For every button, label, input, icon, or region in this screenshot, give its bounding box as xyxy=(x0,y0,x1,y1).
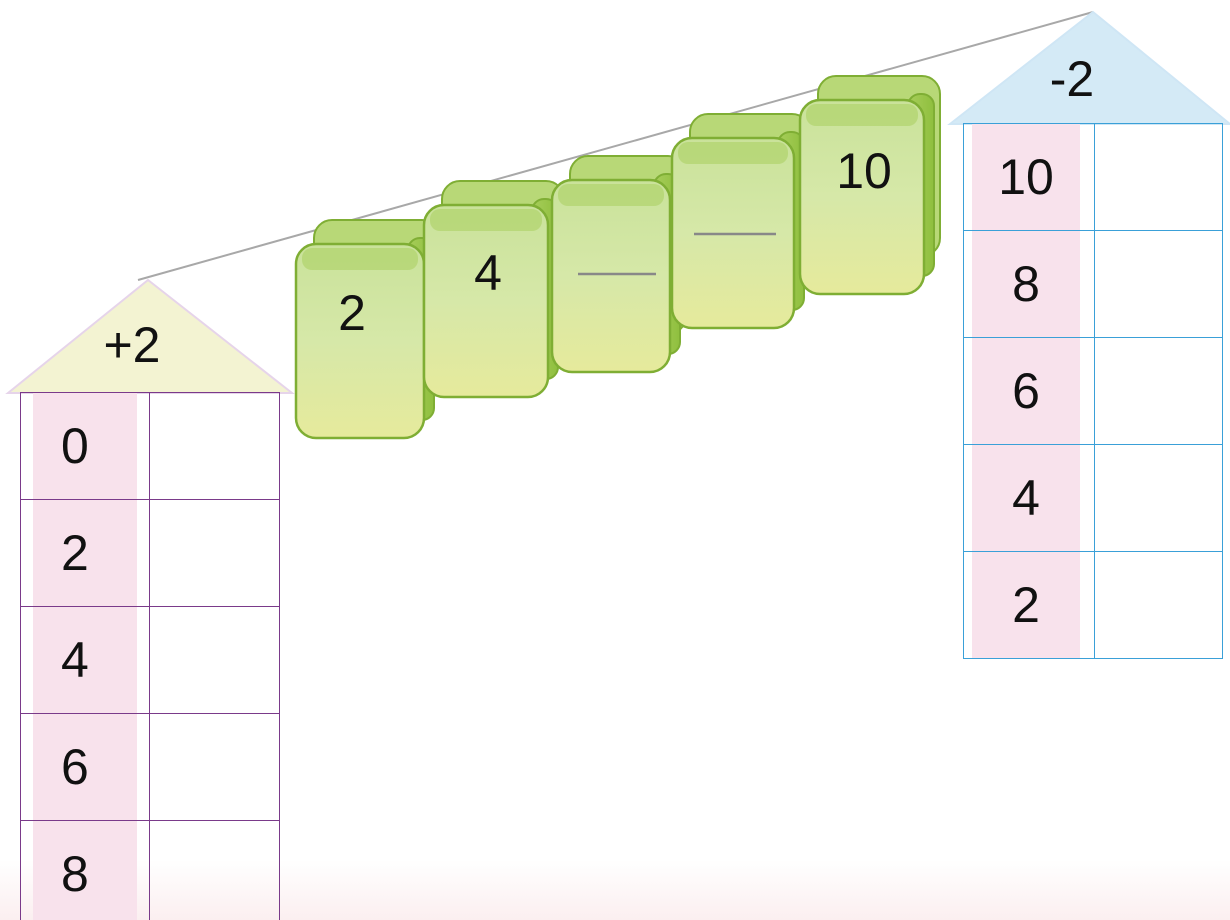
train-car: 4 xyxy=(422,180,565,399)
table-row: 6 xyxy=(20,713,280,821)
value-text: 2 xyxy=(33,500,137,606)
table-row: 2 xyxy=(963,551,1223,659)
value-text: 4 xyxy=(33,607,137,713)
value-cell: 6 xyxy=(20,713,150,821)
value-text: 2 xyxy=(972,552,1080,658)
value-cell: 4 xyxy=(20,606,150,714)
value-text: 4 xyxy=(972,445,1080,551)
value-cell: 10 xyxy=(963,123,1095,231)
value-cell: 6 xyxy=(963,337,1095,445)
value-text: 8 xyxy=(972,231,1080,337)
value-text: 6 xyxy=(972,338,1080,444)
train-car-label: 2 xyxy=(338,285,366,341)
table-row: 2 xyxy=(20,499,280,607)
train-car xyxy=(670,113,811,330)
value-cell: 8 xyxy=(963,230,1095,338)
left-house-label: +2 xyxy=(103,317,160,373)
train-car-label: 4 xyxy=(474,245,502,301)
table-row: 6 xyxy=(963,337,1223,445)
right-house-label: -2 xyxy=(1050,51,1094,107)
value-text: 10 xyxy=(972,124,1080,230)
table-row: 10 xyxy=(963,123,1223,231)
value-cell: 8 xyxy=(20,820,150,920)
table-row: 8 xyxy=(20,820,280,920)
value-text: 8 xyxy=(33,821,137,920)
slope-line xyxy=(137,11,1094,281)
answer-cell[interactable] xyxy=(1094,123,1223,231)
train-car: 10 xyxy=(798,75,941,296)
answer-cell[interactable] xyxy=(1094,444,1223,552)
answer-cell[interactable] xyxy=(149,392,280,500)
train-car-label: 10 xyxy=(836,143,892,199)
answer-cell[interactable] xyxy=(149,713,280,821)
train-cars: 2 4 10 xyxy=(294,75,941,440)
train-car xyxy=(550,155,687,374)
answer-cell[interactable] xyxy=(149,820,280,920)
table-row: 0 xyxy=(20,392,280,500)
value-cell: 0 xyxy=(20,392,150,500)
answer-cell[interactable] xyxy=(1094,230,1223,338)
answer-cell[interactable] xyxy=(1094,551,1223,659)
table-row: 4 xyxy=(20,606,280,714)
table-row: 4 xyxy=(963,444,1223,552)
value-cell: 4 xyxy=(963,444,1095,552)
table-row: 8 xyxy=(963,230,1223,338)
answer-cell[interactable] xyxy=(149,606,280,714)
value-cell: 2 xyxy=(963,551,1095,659)
answer-cell[interactable] xyxy=(1094,337,1223,445)
value-text: 0 xyxy=(33,393,137,499)
value-cell: 2 xyxy=(20,499,150,607)
answer-cell[interactable] xyxy=(149,499,280,607)
value-text: 6 xyxy=(33,714,137,820)
train-car: 2 xyxy=(294,219,441,440)
